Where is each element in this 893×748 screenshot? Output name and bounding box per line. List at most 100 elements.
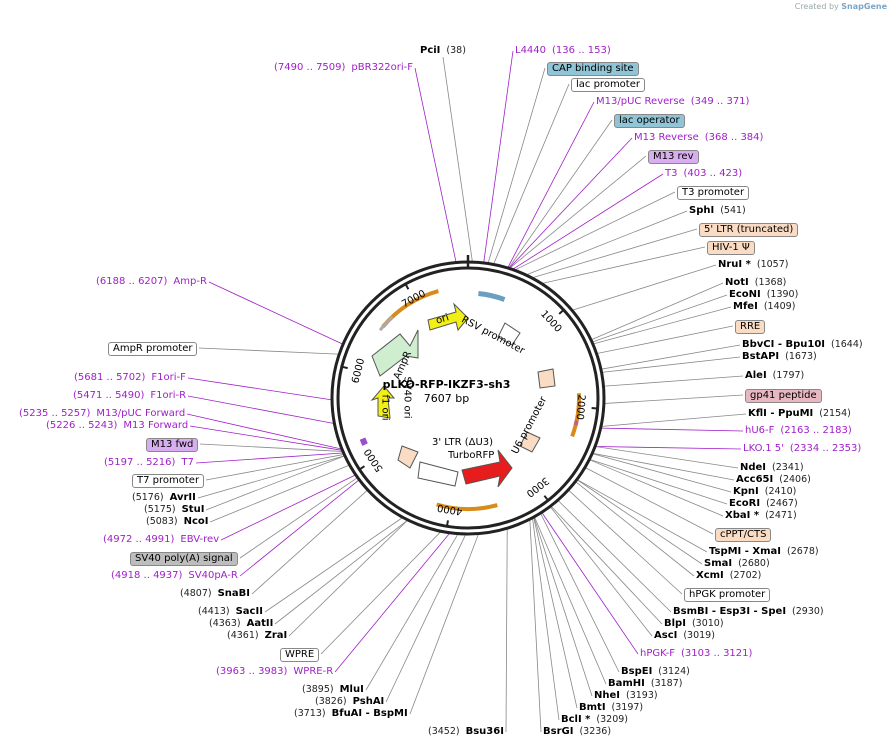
leader-line xyxy=(540,513,620,673)
leader-line xyxy=(568,490,683,595)
site-name: MfeI xyxy=(733,301,758,312)
site-coord: (2471) xyxy=(765,510,797,521)
turborfp-arrow xyxy=(461,449,513,488)
lac-cluster-arc xyxy=(478,291,506,302)
leader-line xyxy=(597,325,734,354)
tick-label: 5000 xyxy=(362,446,385,473)
ampr-promoter-arc xyxy=(378,315,394,332)
feature-box-label: T7 promoter xyxy=(132,474,205,488)
restriction-site-label: BmtI(3197) xyxy=(579,702,643,714)
primer-name: L4440 xyxy=(515,45,547,56)
site-name: BamHI xyxy=(608,678,645,689)
primer-coord: (5471 .. 5490) xyxy=(73,390,145,401)
site-coord: (1644) xyxy=(831,339,863,350)
primer-label: M13/pUC Reverse(349 .. 371) xyxy=(596,96,749,108)
restriction-site-label: Acc65I(2406) xyxy=(736,474,811,486)
leader-line xyxy=(602,356,741,373)
feature-box: WPRE xyxy=(280,648,320,662)
tick-label: 7000 xyxy=(400,288,428,310)
snapgene-watermark[interactable]: Created by SnapGene xyxy=(795,2,887,11)
primer-name: M13 Forward xyxy=(123,420,189,431)
restriction-site-label: BspEI(3124) xyxy=(621,666,690,678)
backbone-inner-ring xyxy=(336,266,600,530)
site-name: TspMI - XmaI xyxy=(709,546,781,557)
feature-box: CAP binding site xyxy=(547,62,639,76)
site-coord: (1368) xyxy=(754,277,787,288)
leader-line xyxy=(264,517,403,613)
restriction-site-label: (4807)SnaBI xyxy=(180,588,250,600)
site-coord: (1673) xyxy=(785,351,817,362)
site-coord: (2930) xyxy=(792,606,824,617)
primer-name: F1ori-F xyxy=(151,372,186,383)
site-name: StuI xyxy=(181,504,205,515)
leader-line xyxy=(209,464,349,523)
feature-label-turborfp: TurboRFP xyxy=(448,450,495,461)
tick-mark xyxy=(340,365,348,370)
tick-mark xyxy=(558,308,565,315)
site-name: ZraI xyxy=(264,630,288,641)
leader-line xyxy=(604,394,744,404)
restriction-site-label: TspMI - XmaI(2678) xyxy=(709,546,819,558)
primer-label: (5471 .. 5490)F1ori-R xyxy=(73,390,186,402)
leader-line xyxy=(507,101,595,268)
leader-line xyxy=(527,210,688,275)
site-coord: (3193) xyxy=(626,690,658,701)
restriction-site-label: XbaI *(2471) xyxy=(725,510,797,522)
feature-box-label: WPRE xyxy=(280,648,320,662)
site-name: NcoI xyxy=(183,516,209,527)
feature-arcs xyxy=(359,289,581,511)
feature-box: M13 fwd xyxy=(146,438,199,452)
restriction-site-label: BamHI (3187) xyxy=(608,678,682,690)
site-coord: (38) xyxy=(446,45,466,56)
plasmid-backbone xyxy=(330,255,606,536)
feature-label-f1ori: f1 ori xyxy=(379,394,391,421)
leader-line xyxy=(532,518,560,721)
primer-coord: (5681 .. 5702) xyxy=(74,372,146,383)
restriction-site-label: BbvCI - Bpu10I(1644) xyxy=(742,339,863,351)
restriction-site-label: PciI(38) xyxy=(420,45,466,57)
site-name: AscI xyxy=(654,630,678,641)
primer-label: L4440(136 .. 153) xyxy=(515,45,611,57)
primer-label: (5681 .. 5702) F1ori-F xyxy=(74,372,186,384)
leader-line xyxy=(596,446,742,450)
tick-mark xyxy=(543,495,550,502)
primer-label: T3(403 .. 423) xyxy=(665,168,742,180)
leader-line xyxy=(542,246,706,284)
feature-box: HIV-1 Ψ xyxy=(707,241,755,255)
leader-lines xyxy=(186,50,747,733)
restriction-site-label: BclI * (3209) xyxy=(561,714,628,726)
site-coord: (3187) xyxy=(650,678,683,689)
site-name: AatII xyxy=(246,618,274,629)
feature-box: cPPT/CTS xyxy=(715,528,772,542)
feature-box-label: cPPT/CTS xyxy=(715,528,772,542)
gp41-arc xyxy=(573,420,579,426)
leader-line xyxy=(205,455,345,511)
site-coord: (5175) xyxy=(144,504,176,515)
feature-box: hPGK promoter xyxy=(684,588,771,602)
leader-line xyxy=(591,282,724,340)
restriction-site-label: AscI(3019) xyxy=(654,630,715,642)
site-coord: (3209) xyxy=(596,714,629,725)
site-name: BclI * xyxy=(561,714,591,725)
primer-label: (3963 .. 3983)WPRE-R xyxy=(216,666,333,678)
leader-line xyxy=(533,517,593,697)
site-name: MluI xyxy=(339,684,364,695)
leader-line xyxy=(205,454,344,481)
watermark-prefix: Created by xyxy=(794,2,839,11)
leader-line xyxy=(320,531,441,655)
leader-line xyxy=(589,459,724,517)
primer-label: (7490 .. 7509)pBR322ori-F xyxy=(274,62,413,74)
feature-box: RRE xyxy=(735,320,766,334)
feature-box: SV40 poly(A) signal xyxy=(130,552,238,566)
leader-line xyxy=(385,534,466,703)
site-name: KpnI xyxy=(733,486,759,497)
tick-label: 4000 xyxy=(436,502,463,517)
site-coord: (2154) xyxy=(819,408,851,419)
feature-label-ltr3: 3' LTR (ΔU3) xyxy=(432,437,494,448)
tick-mark xyxy=(358,465,366,471)
feature-arc xyxy=(570,393,581,438)
plasmid-length: 7607 bp xyxy=(423,392,470,405)
tick-label: 2000 xyxy=(574,394,587,420)
leader-line xyxy=(558,500,672,613)
